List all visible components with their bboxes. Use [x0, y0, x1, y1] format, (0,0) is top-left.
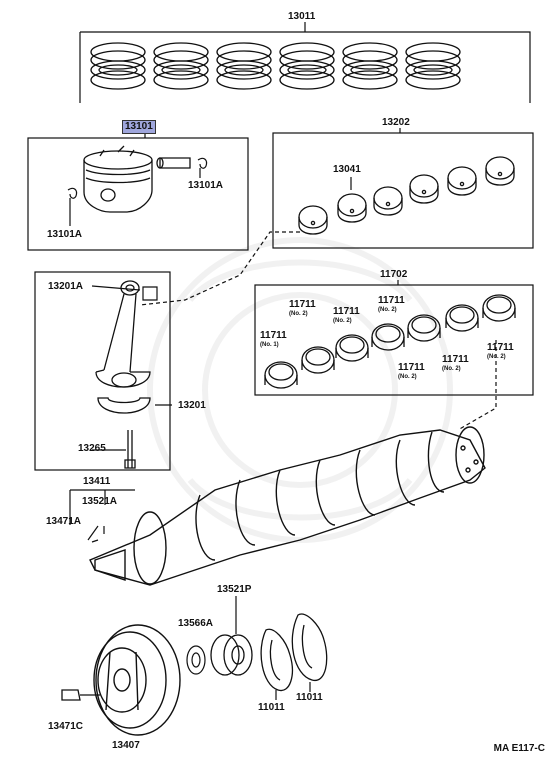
conn-bearing-box [272, 132, 534, 249]
thrust-washer-left-icon [260, 628, 293, 692]
main-bearing-icon [371, 323, 405, 351]
piston-ring-icon [153, 42, 209, 90]
label-key-upper: 13521A [82, 496, 118, 507]
conn-rod-bearing-icon [337, 193, 367, 223]
label-conn-bearing-set: 13202 [382, 117, 410, 128]
label-main-bearing-1-note: (No. 1) [260, 342, 279, 348]
conn-rod-bushing-icon [142, 286, 158, 301]
label-main-bearing-5-note: (No. 2) [398, 374, 417, 380]
label-thrust-washer-right: 11011 [296, 692, 323, 703]
label-key-left: 13471A [46, 516, 82, 527]
label-main-bearing-3-note: (No. 2) [333, 318, 352, 324]
label-conn-bearing: 13041 [333, 164, 361, 175]
label-pin-clip-left: 13101A [47, 229, 83, 240]
pin-clip-left-icon [67, 187, 78, 199]
label-main-bearing-1: 11711 [260, 330, 287, 341]
label-thrust-washer-left: 11011 [258, 702, 285, 713]
label-main-bearing-6-note: (No. 2) [442, 366, 461, 372]
pulley-bolt-icon [61, 689, 100, 701]
piston-rings [90, 42, 461, 90]
label-main-bearing-set: 11702 [380, 269, 408, 280]
ring-set-bracket [79, 31, 531, 103]
thrust-washer-right-icon [291, 613, 328, 681]
crank-pulley-icon [93, 624, 181, 736]
piston-icon [83, 145, 153, 213]
main-bearing-box [254, 284, 534, 396]
crankshaft-icon [89, 426, 486, 586]
pin-clip-right-icon [197, 157, 208, 169]
main-bearing-icon [264, 361, 298, 389]
conn-rod-bearing-icon [373, 186, 403, 216]
main-bearings [264, 294, 516, 389]
main-bearing-icon [482, 294, 516, 322]
label-main-bearing-3: 11711 [333, 306, 360, 317]
conn-rod-bearing-icon [485, 156, 515, 186]
conn-rod-bearing-icon [298, 205, 328, 235]
piston-ring-icon [342, 42, 398, 90]
label-piston-ring-set: 13011 [288, 11, 316, 22]
label-bolt-washer: 13566A [178, 618, 214, 629]
label-main-bearing-4: 11711 [378, 295, 405, 306]
label-piston-highlight[interactable]: 13101 [122, 120, 156, 134]
label-main-bearing-2: 11711 [289, 299, 316, 310]
label-pulley-bolt: 13471C [48, 721, 84, 732]
label-conn-rod-bushing: 13201A [48, 281, 84, 292]
piston-ring-icon [279, 42, 335, 90]
crankshaft-bracket [69, 489, 135, 525]
conn-rod-icon [95, 280, 151, 469]
conn-rod-bearing-icon [409, 174, 439, 204]
piston-box [27, 137, 249, 251]
label-crankshaft: 13411 [83, 476, 111, 487]
piston-pin-icon [156, 157, 191, 169]
piston-ring-icon [405, 42, 461, 90]
label-conn-rod-bolt: 13265 [78, 443, 106, 454]
label-main-bearing-2-note: (No. 2) [289, 311, 308, 317]
conn-rod-bearings [298, 156, 515, 235]
main-bearing-icon [445, 304, 479, 332]
piston-ring-icon [90, 42, 146, 90]
label-main-bearing-7: 11711 [487, 342, 514, 353]
conn-rod-box [34, 271, 171, 471]
label-timing-gear: 13521P [217, 584, 252, 595]
main-bearing-icon [335, 334, 369, 362]
diagram-code: MA E117-C [493, 743, 545, 754]
label-pin-clip-right: 13101A [188, 180, 224, 191]
label-main-bearing-5: 11711 [398, 362, 425, 373]
label-main-bearing-7-note: (No. 2) [487, 354, 506, 360]
main-bearing-icon [407, 314, 441, 342]
label-main-bearing-6: 11711 [442, 354, 469, 365]
label-crank-pulley: 13407 [112, 740, 140, 751]
main-bearing-icon [301, 346, 335, 374]
bolt-washer-icon [186, 645, 206, 675]
piston-ring-icon [216, 42, 272, 90]
label-main-bearing-4-note: (No. 2) [378, 307, 397, 313]
timing-gear-icon [210, 634, 253, 676]
label-conn-rod: 13201 [178, 400, 206, 411]
conn-rod-bearing-icon [447, 166, 477, 196]
